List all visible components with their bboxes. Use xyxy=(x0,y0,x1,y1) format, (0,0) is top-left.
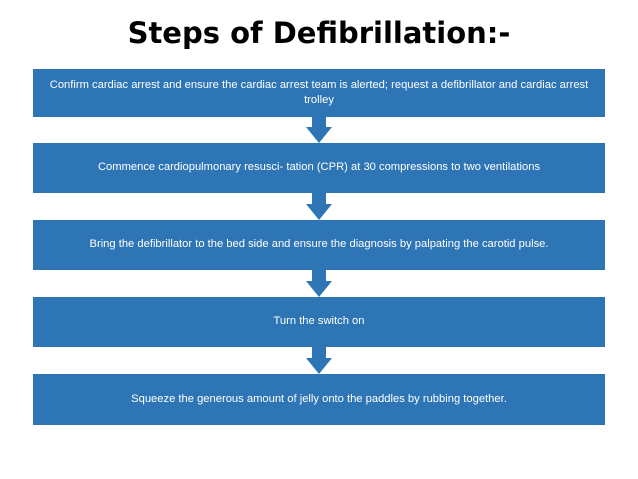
step-box-3: Bring the defibrillator to the bed side … xyxy=(33,220,605,270)
step-box-1: Confirm cardiac arrest and ensure the ca… xyxy=(33,69,605,117)
down-arrow-icon xyxy=(306,347,332,374)
step-box-5: Squeeze the generous amount of jelly ont… xyxy=(33,374,605,425)
page-title: Steps of Defibrillation:- xyxy=(127,16,511,50)
down-arrow-icon xyxy=(306,117,332,143)
step-box-4: Turn the switch on xyxy=(33,297,605,347)
down-arrow-icon xyxy=(306,193,332,220)
step-box-2: Commence cardiopulmonary resusci- tation… xyxy=(33,143,605,193)
down-arrow-icon xyxy=(306,270,332,297)
